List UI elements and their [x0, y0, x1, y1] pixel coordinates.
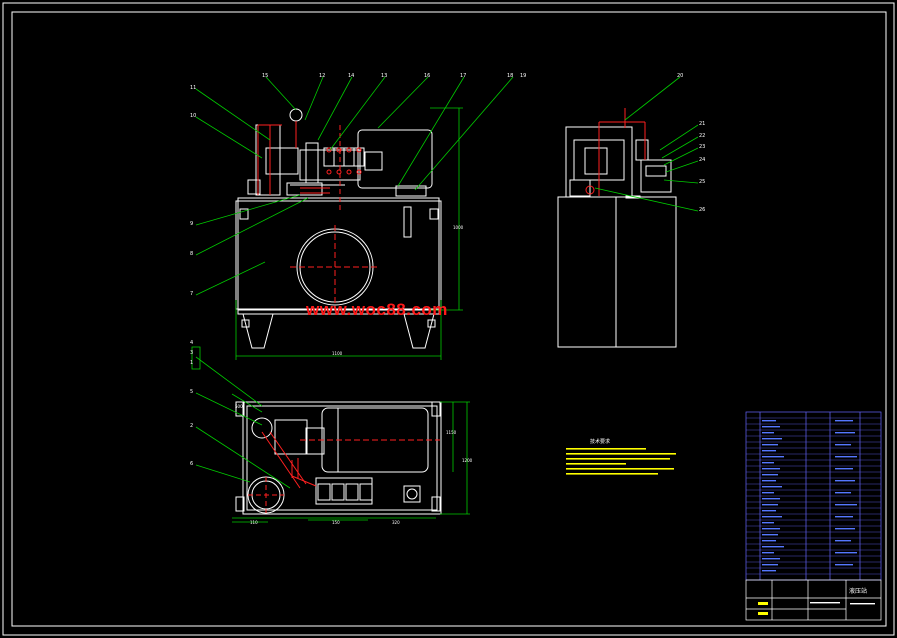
side-tank [557, 196, 677, 348]
balloon-label: 7 [190, 291, 194, 297]
tank-body [237, 197, 440, 311]
dimension-label: 1150 [446, 430, 457, 435]
balloon-label: 24 [699, 157, 706, 163]
balloon-label: 26 [699, 207, 706, 213]
parts-list-text [762, 420, 857, 572]
balloon-label: 21 [699, 121, 706, 127]
balloon-label: 6 [190, 461, 194, 467]
balloon-label: 11 [190, 85, 197, 91]
balloon-label: 16 [424, 73, 431, 79]
balloon-label: 14 [348, 73, 355, 79]
balloon-label: 12 [319, 73, 326, 79]
balloon-label: 1 [190, 360, 194, 366]
title-block-name: 液压站 [849, 588, 868, 595]
inner-border [11, 11, 887, 627]
dimension-label: 110 [250, 520, 258, 525]
tech-requirements [566, 448, 676, 475]
balloon-label: 10 [190, 113, 197, 119]
balloon-label: 20 [677, 73, 684, 79]
balloon-label: 3 [190, 350, 194, 356]
title-block [745, 579, 882, 621]
dimension-label: 1000 [453, 225, 464, 230]
balloon-label: 8 [190, 251, 194, 257]
plan-view [235, 401, 442, 515]
balloon-label: 4 [190, 340, 194, 346]
balloon-label: 23 [699, 144, 706, 150]
side-view [557, 126, 677, 348]
balloon-label: 22 [699, 133, 706, 139]
watermark: www.woc88.com [306, 300, 448, 319]
balloon-label: 19 [520, 73, 527, 79]
balloon-label: 25 [699, 179, 706, 185]
balloon-label: 13 [381, 73, 388, 79]
balloon-label: 15 [262, 73, 269, 79]
dimension-label: 1100 [332, 351, 343, 356]
dimension-label: 1200 [462, 458, 473, 463]
dimension-label: 150 [332, 520, 340, 525]
balloon-label: 5 [190, 389, 194, 395]
balloon-label: 18 [507, 73, 514, 79]
tech-requirements-title: 技术要求 [590, 439, 611, 445]
balloon-label: 2 [190, 423, 194, 429]
dimension-label: 320 [392, 520, 400, 525]
plan-tank [242, 401, 442, 515]
motor-body [357, 129, 433, 189]
balloon-label: 9 [190, 221, 194, 227]
dimension-label: 500 [235, 404, 243, 409]
balloon-label: 17 [460, 73, 467, 79]
